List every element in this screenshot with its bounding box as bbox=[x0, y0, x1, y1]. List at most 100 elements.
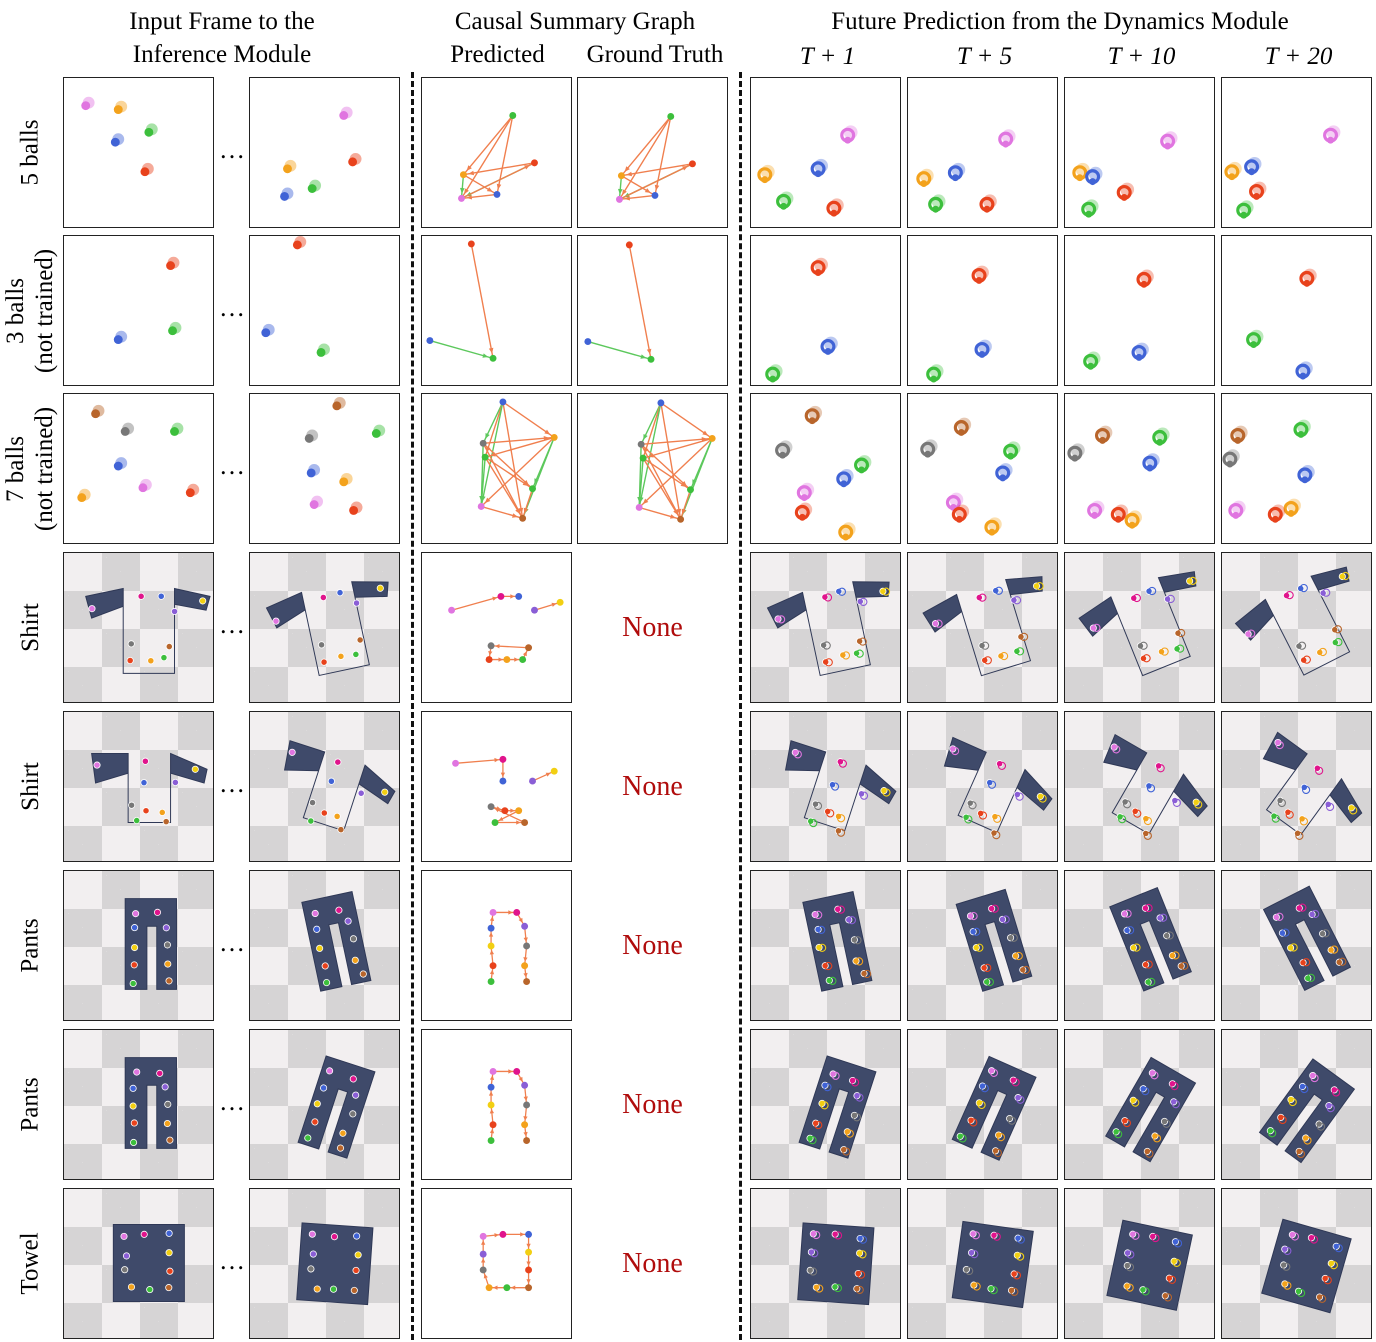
input-frame-first bbox=[63, 552, 214, 703]
row-label: Pants bbox=[0, 1029, 60, 1180]
ground-truth-graph bbox=[577, 235, 728, 386]
future-frame-f1 bbox=[750, 552, 901, 703]
row-label-line: Pants bbox=[16, 1077, 44, 1132]
ellipsis: … bbox=[219, 451, 245, 480]
ellipsis: … bbox=[219, 135, 245, 164]
future-frame-f2 bbox=[907, 711, 1058, 862]
input-frame-first bbox=[63, 711, 214, 862]
ellipsis: … bbox=[219, 610, 245, 639]
input-frame-last bbox=[249, 235, 400, 386]
future-frame-f2 bbox=[907, 870, 1058, 1021]
row-label-line: Shirt bbox=[16, 603, 44, 652]
future-frame-f3 bbox=[1064, 870, 1215, 1021]
predicted-graph bbox=[421, 77, 572, 228]
input-frame-first bbox=[63, 1029, 214, 1180]
row-label-line: Towel bbox=[16, 1232, 44, 1295]
predicted-graph bbox=[421, 1029, 572, 1180]
future-frame-f4 bbox=[1221, 77, 1372, 228]
row-label-line: (not trained) bbox=[31, 248, 59, 373]
input-frame-last bbox=[249, 393, 400, 544]
row-label-line: Pants bbox=[16, 918, 44, 973]
future-frame-f2 bbox=[907, 77, 1058, 228]
row-label-line: Shirt bbox=[16, 762, 44, 811]
ellipsis: … bbox=[219, 1246, 245, 1275]
ground-truth-none: None bbox=[622, 1248, 683, 1279]
header-t10: T + 10 bbox=[1107, 43, 1176, 70]
row-label: Towel bbox=[0, 1188, 60, 1339]
predicted-graph bbox=[421, 870, 572, 1021]
input-frame-last bbox=[249, 711, 400, 862]
row-label-line: 3 balls bbox=[2, 277, 30, 344]
future-frame-f3 bbox=[1064, 77, 1215, 228]
future-frame-f2 bbox=[907, 552, 1058, 703]
input-frame-first bbox=[63, 1188, 214, 1339]
input-frame-last bbox=[249, 552, 400, 703]
input-frame-first bbox=[63, 870, 214, 1021]
future-frame-f4 bbox=[1221, 1029, 1372, 1180]
future-frame-f1 bbox=[750, 393, 901, 544]
header-ground-truth: Ground Truth bbox=[586, 41, 724, 68]
row-label-text: Towel bbox=[16, 1232, 45, 1294]
future-frame-f3 bbox=[1064, 393, 1215, 544]
future-frame-f3 bbox=[1064, 552, 1215, 703]
input-frame-last bbox=[249, 1188, 400, 1339]
ellipsis: … bbox=[219, 928, 245, 957]
input-frame-last bbox=[249, 77, 400, 228]
divider-right bbox=[739, 72, 742, 1340]
header-input-line2: Inference Module bbox=[132, 41, 312, 68]
row-label: Pants bbox=[0, 870, 60, 1021]
input-frame-last bbox=[249, 870, 400, 1021]
predicted-graph bbox=[421, 552, 572, 703]
row-label: Shirt bbox=[0, 552, 60, 703]
input-frame-first bbox=[63, 235, 214, 386]
header-predicted: Predicted bbox=[450, 41, 545, 68]
predicted-graph bbox=[421, 1188, 572, 1339]
future-frame-f2 bbox=[907, 1188, 1058, 1339]
future-frame-f3 bbox=[1064, 235, 1215, 386]
future-frame-f1 bbox=[750, 711, 901, 862]
future-frame-f1 bbox=[750, 1188, 901, 1339]
row-label-text: 5 balls bbox=[16, 120, 45, 186]
future-frame-f4 bbox=[1221, 552, 1372, 703]
future-frame-f2 bbox=[907, 393, 1058, 544]
ground-truth-none: None bbox=[622, 1089, 683, 1120]
future-frame-f4 bbox=[1221, 393, 1372, 544]
header-t5: T + 5 bbox=[956, 43, 1013, 70]
row-label-text: 7 balls(not trained) bbox=[1, 406, 59, 530]
header-input-line1: Input Frame to the bbox=[129, 8, 315, 35]
row-label-line: 7 balls bbox=[2, 435, 30, 502]
future-frame-f2 bbox=[907, 235, 1058, 386]
row-label-text: Pants bbox=[16, 1077, 45, 1131]
predicted-graph bbox=[421, 393, 572, 544]
header-t1: T + 1 bbox=[799, 43, 856, 70]
future-frame-f1 bbox=[750, 870, 901, 1021]
ground-truth-graph bbox=[577, 393, 728, 544]
ellipsis: … bbox=[219, 293, 245, 322]
future-frame-f1 bbox=[750, 235, 901, 386]
divider-left bbox=[411, 72, 414, 1340]
predicted-graph bbox=[421, 711, 572, 862]
input-frame-first bbox=[63, 77, 214, 228]
future-frame-f1 bbox=[750, 77, 901, 228]
ground-truth-none: None bbox=[622, 612, 683, 643]
predicted-graph bbox=[421, 235, 572, 386]
future-frame-f4 bbox=[1221, 711, 1372, 862]
input-frame-first bbox=[63, 393, 214, 544]
row-label-line: (not trained) bbox=[31, 406, 59, 531]
row-label-text: Shirt bbox=[16, 762, 45, 811]
future-frame-f3 bbox=[1064, 1188, 1215, 1339]
future-frame-f1 bbox=[750, 1029, 901, 1180]
ellipsis: … bbox=[219, 769, 245, 798]
row-label-text: Shirt bbox=[16, 603, 45, 652]
header-t20: T + 20 bbox=[1264, 43, 1333, 70]
row-label: 3 balls(not trained) bbox=[0, 235, 60, 386]
ground-truth-graph bbox=[577, 77, 728, 228]
future-frame-f4 bbox=[1221, 235, 1372, 386]
future-frame-f4 bbox=[1221, 870, 1372, 1021]
row-label: 7 balls(not trained) bbox=[0, 393, 60, 544]
header-future-prediction: Future Prediction from the Dynamics Modu… bbox=[831, 8, 1289, 35]
input-frame-last bbox=[249, 1029, 400, 1180]
ellipsis: … bbox=[219, 1087, 245, 1116]
future-frame-f3 bbox=[1064, 1029, 1215, 1180]
row-label-text: Pants bbox=[16, 918, 45, 972]
